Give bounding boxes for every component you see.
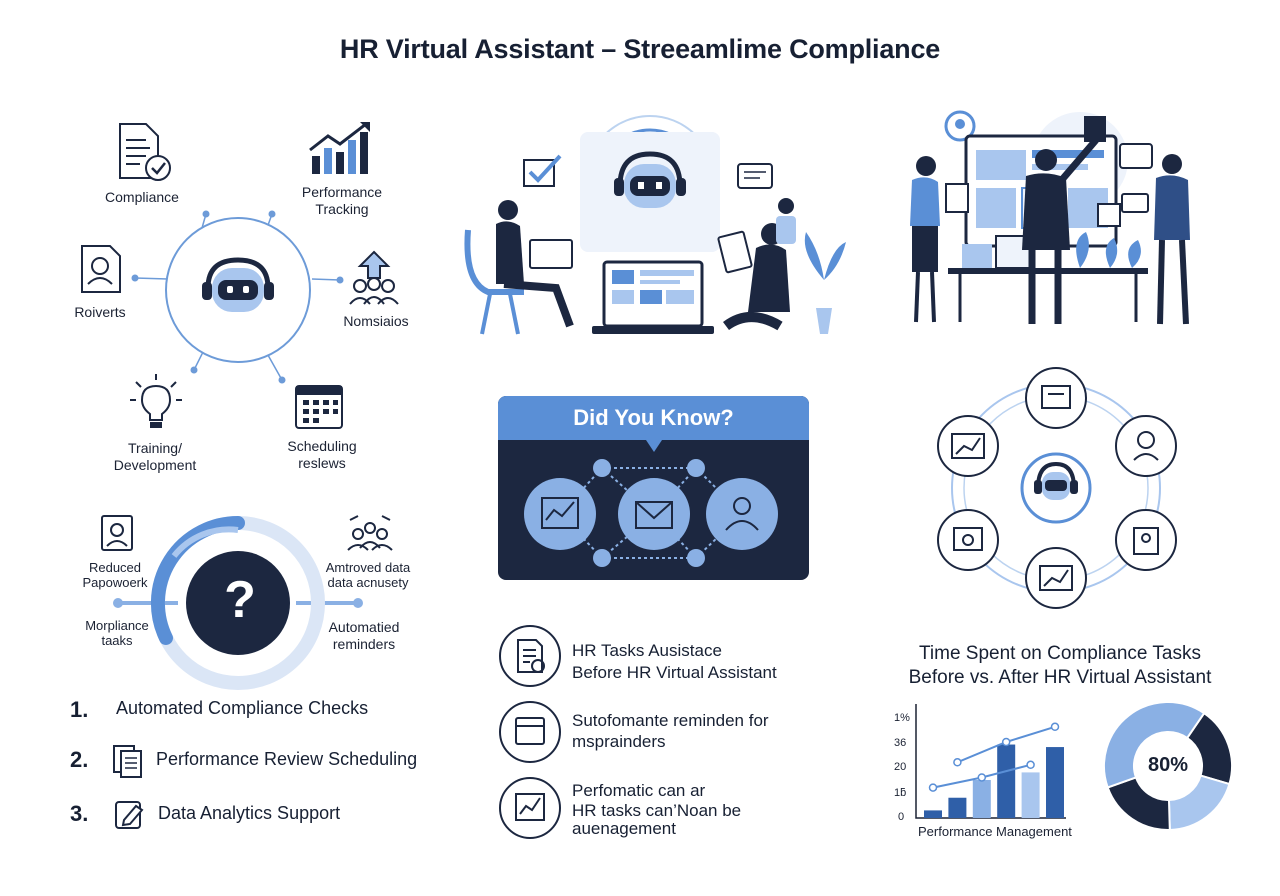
x-axis-label: Performance Management: [918, 824, 1072, 839]
network-people-icon: [347, 515, 393, 551]
benefit-morpliance-1: Morpliance: [85, 618, 149, 633]
chart-point: [928, 783, 938, 792]
hub-label-nomsiaios: Nomsiaios: [343, 313, 409, 329]
task-3-line-1: Perfomatic can ar: [572, 781, 706, 800]
benefit-amtroved-2: data acnusety: [327, 575, 409, 590]
y-tick-4: 1ƃ: [894, 787, 907, 799]
chart-bar: [997, 744, 1016, 818]
donut-slice: [1106, 776, 1171, 831]
list-number-2: 2.: [70, 747, 89, 772]
feature-ring-graphic: [937, 367, 1177, 609]
document-check-icon: [119, 123, 171, 181]
hub-label-roiverts: Roiverts: [74, 304, 126, 320]
chart-point: [1001, 737, 1011, 747]
hub-label-scheduling-2: reslews: [298, 455, 346, 471]
robot-icon: [202, 257, 274, 312]
task-2-line-2: msprainders: [572, 732, 666, 751]
team-presentation-illustration: [910, 110, 1190, 325]
y-tick-5: 0: [898, 811, 905, 823]
task-1-line-2: Before HR Virtual Assistant: [572, 663, 777, 682]
team-icon: [349, 250, 399, 305]
did-you-know-title: Did You Know?: [498, 396, 809, 440]
hub-label-scheduling-1: Scheduling: [287, 438, 357, 454]
growth-chart-icon: [309, 122, 370, 174]
list-number-1: 1.: [70, 697, 89, 722]
assistant-team-illustration: [464, 115, 846, 335]
benefit-reduced-1: Reduced: [88, 560, 142, 575]
y-tick-1: 1%: [894, 712, 910, 724]
chart-point: [953, 758, 962, 767]
chart-bar: [1046, 747, 1064, 818]
hub-label-performance-2: Tracking: [315, 201, 369, 217]
donut-label: 80%: [1147, 754, 1189, 776]
hub-label-performance-1: Performance: [301, 184, 383, 200]
chart-bar: [972, 780, 991, 818]
chart-point: [977, 773, 987, 782]
chart-bar: [1021, 772, 1040, 818]
chart-bar: [948, 797, 967, 818]
chart-point: [1050, 722, 1060, 732]
task-1-line-1: HR Tasks Ausistace: [572, 641, 722, 660]
chart-title-line-2: Before vs. After HR Virtual Assistant: [908, 667, 1212, 688]
lightbulb-icon: [130, 374, 182, 428]
profile-icon: [101, 515, 133, 551]
task-3-line-2: HR tasks can’Noan be: [572, 801, 742, 820]
question-mark: ?: [224, 571, 256, 629]
benefit-reduced-2: Papowoerk: [82, 575, 148, 590]
donut-chart: [1103, 701, 1233, 832]
benefit-morpliance-2: taaks: [101, 633, 133, 648]
task-2-line-1: Sutofomante reminden for: [572, 711, 769, 730]
did-you-know-network: [524, 440, 778, 567]
list-item-data-analytics: Data Analytics Support: [158, 803, 341, 823]
hub-label-compliance: Compliance: [105, 189, 179, 205]
benefit-automated-2: reminders: [332, 636, 396, 652]
task-icons-column: [499, 625, 561, 839]
benefit-automated-1: Automatied: [328, 619, 400, 635]
benefits-ring-graphic: [113, 516, 363, 690]
profile-document-icon: [81, 245, 121, 293]
documents-icon: [113, 745, 142, 778]
hub-label-training-2: Development: [113, 457, 197, 473]
list-item-automated-compliance: Automated Compliance Checks: [116, 698, 369, 718]
chart-bar: [924, 810, 942, 818]
chart-axes: [915, 704, 1066, 819]
y-tick-2: 36: [894, 737, 907, 749]
edit-document-icon: [115, 801, 144, 829]
benefit-amtroved-1: Amtroved data: [325, 560, 411, 575]
hub-label-training-1: Training/: [128, 440, 182, 456]
chart-title-line-1: Time Spent on Compliance Tasks: [919, 643, 1201, 664]
list-number-3: 3.: [70, 801, 89, 826]
bar-chart: [915, 704, 1066, 819]
y-tick-3: 20: [894, 761, 907, 773]
donut-slice: [1103, 701, 1206, 789]
chart-point: [1026, 760, 1035, 770]
donut-slice: [1167, 774, 1231, 832]
list-item-performance-review: Performance Review Scheduling: [156, 749, 418, 769]
calendar-icon: [295, 385, 343, 429]
task-3-line-3: auenagement: [572, 819, 676, 838]
page-title: HR Virtual Assistant – Streeamlime Compl…: [339, 34, 941, 64]
